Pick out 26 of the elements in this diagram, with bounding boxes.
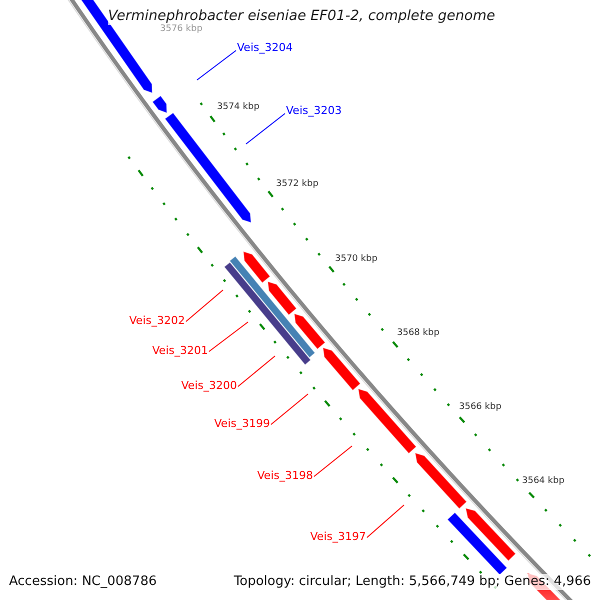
leader-line — [246, 113, 286, 144]
gene-label: Veis_3202 — [129, 314, 185, 327]
map-title: Verminephrobacter eiseniae EF01-2, complete genome — [108, 8, 496, 25]
leader-line — [196, 50, 236, 80]
gene-label: Veis_3197 — [310, 530, 366, 543]
gene-label: Veis_3203 — [286, 104, 342, 117]
gene-label: Veis_3204 — [237, 41, 293, 54]
scale-label: 3568 kbp — [397, 327, 440, 339]
scale-label: 3574 kbp — [217, 101, 260, 113]
gene-label: Veis_3201 — [152, 344, 208, 357]
leader-line — [238, 356, 276, 387]
scale-label: 3566 kbp — [459, 401, 502, 413]
scale-label: 3576 kbp — [160, 23, 202, 35]
genome-stats-text: Topology: circular; Length: 5,566,749 bp; Genes: 4,966 — [234, 574, 591, 590]
gene-label: Veis_3199 — [214, 417, 270, 430]
leader-line — [270, 394, 308, 425]
scale-label: 3564 kbp — [522, 475, 564, 487]
gene-label: Veis_3198 — [257, 469, 313, 482]
scale-label: 3570 kbp — [335, 253, 378, 265]
leader-line — [314, 446, 352, 477]
accession-text: Accession: NC_008786 — [9, 574, 157, 590]
leader-line — [366, 504, 404, 538]
gene-label: Veis_3200 — [181, 379, 237, 392]
leader-line — [186, 290, 224, 322]
scale-label: 3572 kbp — [276, 178, 318, 190]
leader-line — [208, 322, 248, 352]
